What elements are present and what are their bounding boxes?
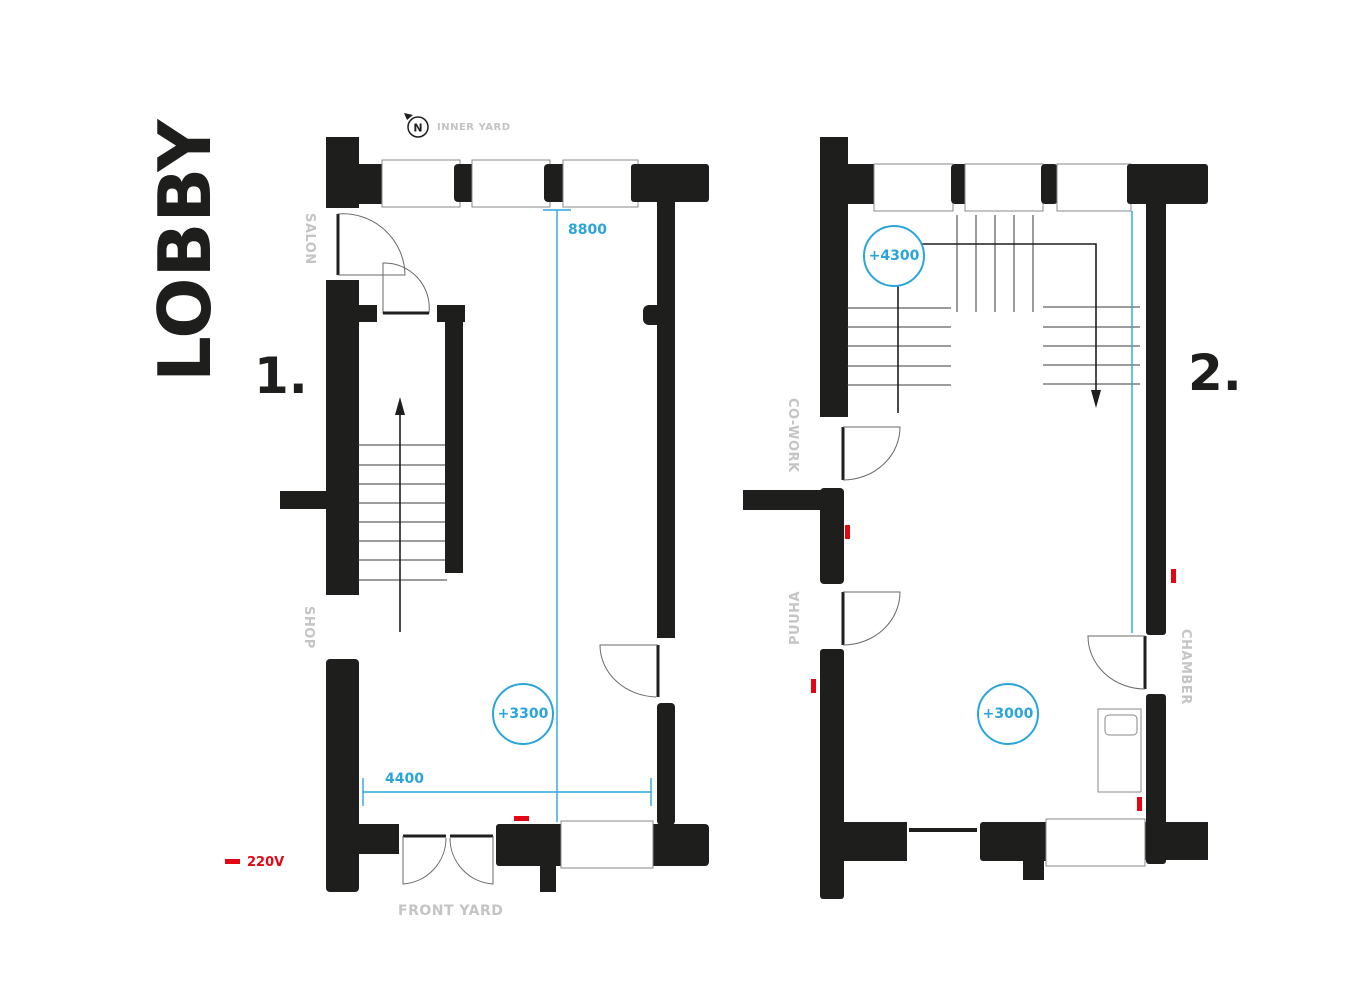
room-label-front-yard: FRONT YARD [398,903,503,919]
door-swing [382,262,430,314]
wall [820,137,848,417]
staircase [358,397,447,632]
wall [643,305,663,325]
level-marker: +4300 [863,225,925,287]
window [1056,163,1132,212]
window [873,163,954,212]
wall [1127,164,1208,204]
inner-yard-label: INNER YARD [437,122,511,133]
window [560,820,654,869]
floor-1-number: 1. [254,347,308,405]
window [1045,818,1146,867]
wall [743,490,843,510]
wall [631,164,709,202]
power-outlet-icon [225,859,240,864]
page-title: LOBBY [143,119,227,382]
dimension-height: 8800 [543,209,607,822]
wall [355,164,386,204]
window [381,159,461,208]
window [562,159,639,208]
power-outlet-icon [845,525,850,539]
wall [820,649,844,899]
floor-1-plan: 1. [254,137,709,919]
wall [280,491,328,509]
svg-text:N: N [413,122,422,135]
north-compass-icon: N [404,113,429,138]
power-outlet-icon [1137,797,1142,811]
staircase [847,215,1140,413]
wall [647,824,709,866]
door-swing [402,836,447,885]
window [964,163,1044,212]
wall [540,860,556,892]
wall [355,824,399,854]
wall [657,200,675,638]
room-label-shop: SHOP [301,606,316,649]
wall [1146,694,1166,864]
legend-label: 220V [247,855,284,870]
door-swing [842,591,901,646]
door-swing [1087,635,1146,690]
wall [980,822,1050,861]
wall [326,280,359,595]
power-outlet-icon [1171,569,1176,583]
door-swing [337,213,406,276]
room-label-puuha: PUUHA [788,591,803,645]
room-label-salon: SALON [302,213,317,265]
bed-fixture [1097,708,1142,793]
wall [445,315,463,573]
dimension-width: 4400 [362,771,652,806]
svg-text:+4300: +4300 [869,248,920,264]
legend: 220V [225,855,284,870]
wall [326,659,359,892]
power-outlet-icon [514,816,529,821]
power-outlet-icon [811,679,816,693]
svg-text:4400: 4400 [385,771,424,787]
wall [657,703,675,825]
wall [845,164,875,204]
wall [842,822,907,861]
wall [496,824,568,866]
wall [1141,822,1208,860]
level-marker: +3000 [977,683,1039,745]
door-swing [599,644,658,698]
svg-text:8800: 8800 [568,222,607,238]
wall [1146,200,1166,635]
door-swing [842,426,901,481]
svg-text:+3000: +3000 [983,706,1034,722]
floor-2-plan: 2. [743,137,1242,899]
wall [355,305,377,322]
floor-2-number: 2. [1188,344,1242,402]
wall [1023,858,1044,880]
wall [820,488,844,584]
svg-text:+3300: +3300 [498,706,549,722]
wall [326,137,359,208]
room-label-co-work: CO-WORK [785,398,800,473]
wall [1041,164,1058,204]
door-swing [449,836,494,885]
window [471,159,551,208]
level-marker: +3300 [492,683,554,745]
room-label-chamber: CHAMBER [1178,629,1193,705]
